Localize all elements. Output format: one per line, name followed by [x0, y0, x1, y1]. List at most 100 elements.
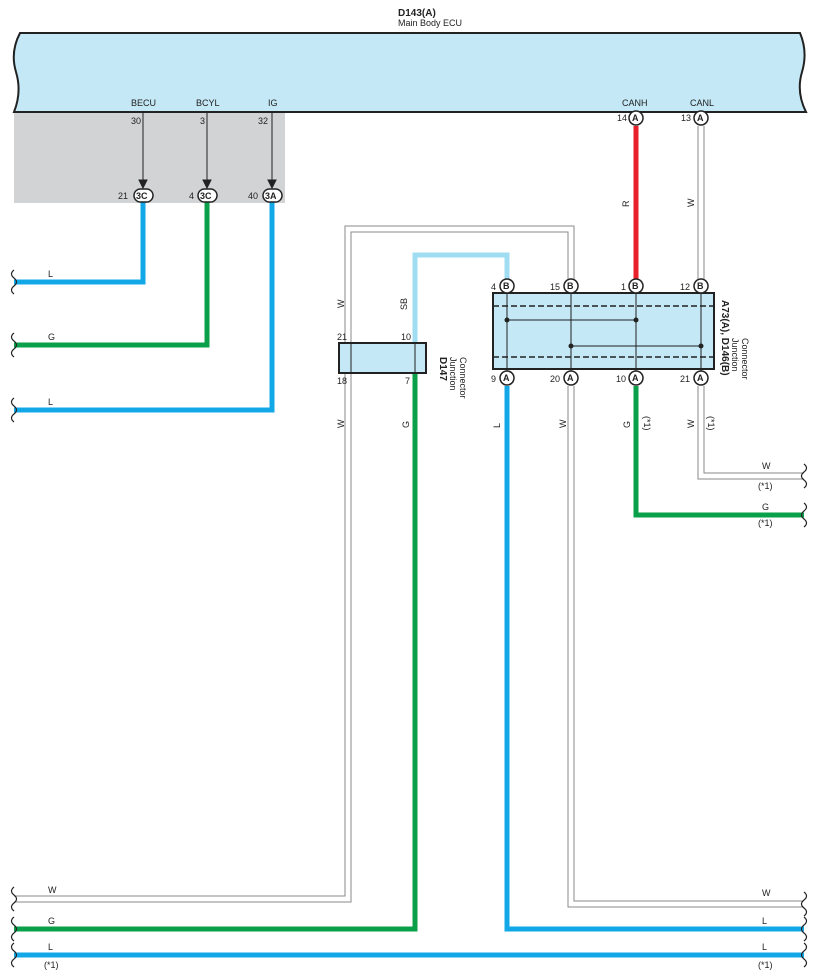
- svg-text:13: 13: [681, 113, 691, 123]
- svg-text:40: 40: [248, 191, 258, 201]
- code-g-a73-10: G: [622, 421, 632, 428]
- note-a73-10: (*1): [642, 416, 652, 431]
- note-w-right: (*1): [758, 481, 773, 491]
- svg-text:9: 9: [491, 374, 496, 384]
- wire-w-canl: [697, 126, 705, 279]
- note-g-right: (*1): [758, 518, 773, 528]
- note-bottom-left: (*1): [44, 960, 59, 970]
- a73-bottom-pin-10: 10 A: [616, 370, 644, 386]
- d147-pin-21: 21: [337, 332, 347, 342]
- svg-text:B: B: [697, 281, 704, 291]
- junction-pin-4: 4 3C: [189, 188, 218, 203]
- code-l-left-2: L: [48, 397, 53, 407]
- d147-subtitle-1: Junction: [448, 357, 458, 391]
- canl-pin: 13 A: [681, 110, 709, 126]
- ecu-body: [12, 32, 808, 113]
- a73-connector: [492, 286, 715, 376]
- svg-text:3A: 3A: [265, 191, 277, 201]
- d147-subtitle-2: Connector: [458, 357, 468, 399]
- a73-top-pin-15: 15 B: [550, 278, 579, 294]
- d147-connector: [338, 342, 427, 374]
- pin-30: 30: [131, 116, 141, 126]
- wire-w-right: [697, 386, 804, 480]
- junction-pin-21: 21 3C: [118, 188, 154, 203]
- terminal-bcyl: BCYL: [196, 98, 220, 108]
- terminal-canh: CANH: [622, 98, 648, 108]
- junction-pin-40: 40 3A: [248, 188, 283, 203]
- code-w-canl: W: [686, 198, 696, 207]
- canh-pin: 14 A: [617, 110, 644, 126]
- svg-text:A: A: [567, 373, 574, 383]
- wire-sb: [412, 252, 510, 343]
- wire-l-right: [504, 386, 804, 932]
- break-markers: [10, 269, 808, 968]
- svg-text:21: 21: [680, 374, 690, 384]
- a73-bottom-pin-21: 21 A: [680, 370, 709, 386]
- a73-subtitle-2: Connector: [740, 338, 750, 380]
- svg-text:1: 1: [621, 282, 626, 292]
- svg-text:4: 4: [189, 191, 194, 201]
- a73-top-pin-4: 4 B: [491, 278, 515, 294]
- d147-title: D147: [437, 357, 448, 381]
- code-l-bottom-right-2: L: [762, 942, 767, 952]
- svg-text:A: A: [632, 113, 639, 123]
- wire-w-bottom-right: [567, 386, 804, 908]
- pin-3: 3: [200, 116, 205, 126]
- code-l-bottom-left: L: [48, 942, 53, 952]
- code-g-bottom: G: [48, 916, 55, 926]
- code-w-a73-20: W: [558, 419, 568, 428]
- svg-text:A: A: [503, 373, 510, 383]
- wire-w-loop-top: [344, 225, 575, 343]
- a73-top-pin-12: 12 B: [680, 278, 709, 294]
- code-w-d147-bottom: W: [336, 419, 346, 428]
- wire-g-right: [633, 386, 804, 518]
- code-l-left-1: L: [48, 269, 53, 279]
- wire-g-bottom: [14, 373, 418, 932]
- ecu-subtitle: Main Body ECU: [398, 18, 462, 28]
- a73-top-pin-1: 1 B: [621, 278, 644, 294]
- code-l-bottom-right: L: [762, 916, 767, 926]
- pin-32: 32: [258, 116, 268, 126]
- svg-text:3C: 3C: [200, 191, 212, 201]
- internal-arrows: [138, 112, 277, 190]
- a73-bottom-pin-9: 9 A: [491, 370, 515, 386]
- svg-text:A: A: [632, 373, 639, 383]
- svg-text:A: A: [697, 113, 704, 123]
- d147-pin-10: 10: [401, 332, 411, 342]
- terminal-becu: BECU: [131, 98, 156, 108]
- d147-pin-7: 7: [405, 376, 410, 386]
- svg-text:B: B: [567, 281, 574, 291]
- svg-text:3C: 3C: [136, 191, 148, 201]
- wire-w-bottom-left: [14, 373, 352, 903]
- svg-text:12: 12: [680, 282, 690, 292]
- terminal-ig: IG: [268, 98, 278, 108]
- svg-text:15: 15: [550, 282, 560, 292]
- d147-pin-18: 18: [337, 376, 347, 386]
- ecu-terminal-area: [14, 112, 285, 203]
- code-g-d147: G: [401, 421, 411, 428]
- a73-bottom-pin-20: 20 A: [550, 370, 579, 386]
- code-w-right: W: [762, 461, 771, 471]
- terminal-canl: CANL: [690, 98, 714, 108]
- wire-l-becu: [14, 202, 146, 285]
- svg-text:B: B: [632, 281, 639, 291]
- a73-title: A73(A), D146(B): [719, 300, 730, 376]
- svg-text:20: 20: [550, 374, 560, 384]
- a73-subtitle-1: Junction: [730, 338, 740, 372]
- note-a73-21: (*1): [706, 416, 716, 431]
- code-sb: SB: [399, 298, 409, 310]
- code-w-a73-21: W: [686, 419, 696, 428]
- wire-g-bcyl: [14, 202, 210, 348]
- svg-text:14: 14: [617, 113, 627, 123]
- code-g-right: G: [762, 502, 769, 512]
- svg-text:21: 21: [118, 191, 128, 201]
- svg-text:B: B: [503, 281, 510, 291]
- code-r-canh: R: [621, 200, 631, 207]
- svg-text:10: 10: [616, 374, 626, 384]
- ecu-title: D143(A): [398, 8, 436, 19]
- note-bottom-right: (*1): [758, 960, 773, 970]
- code-w-bottom-left: W: [48, 885, 57, 895]
- svg-text:4: 4: [491, 282, 496, 292]
- svg-text:A: A: [697, 373, 704, 383]
